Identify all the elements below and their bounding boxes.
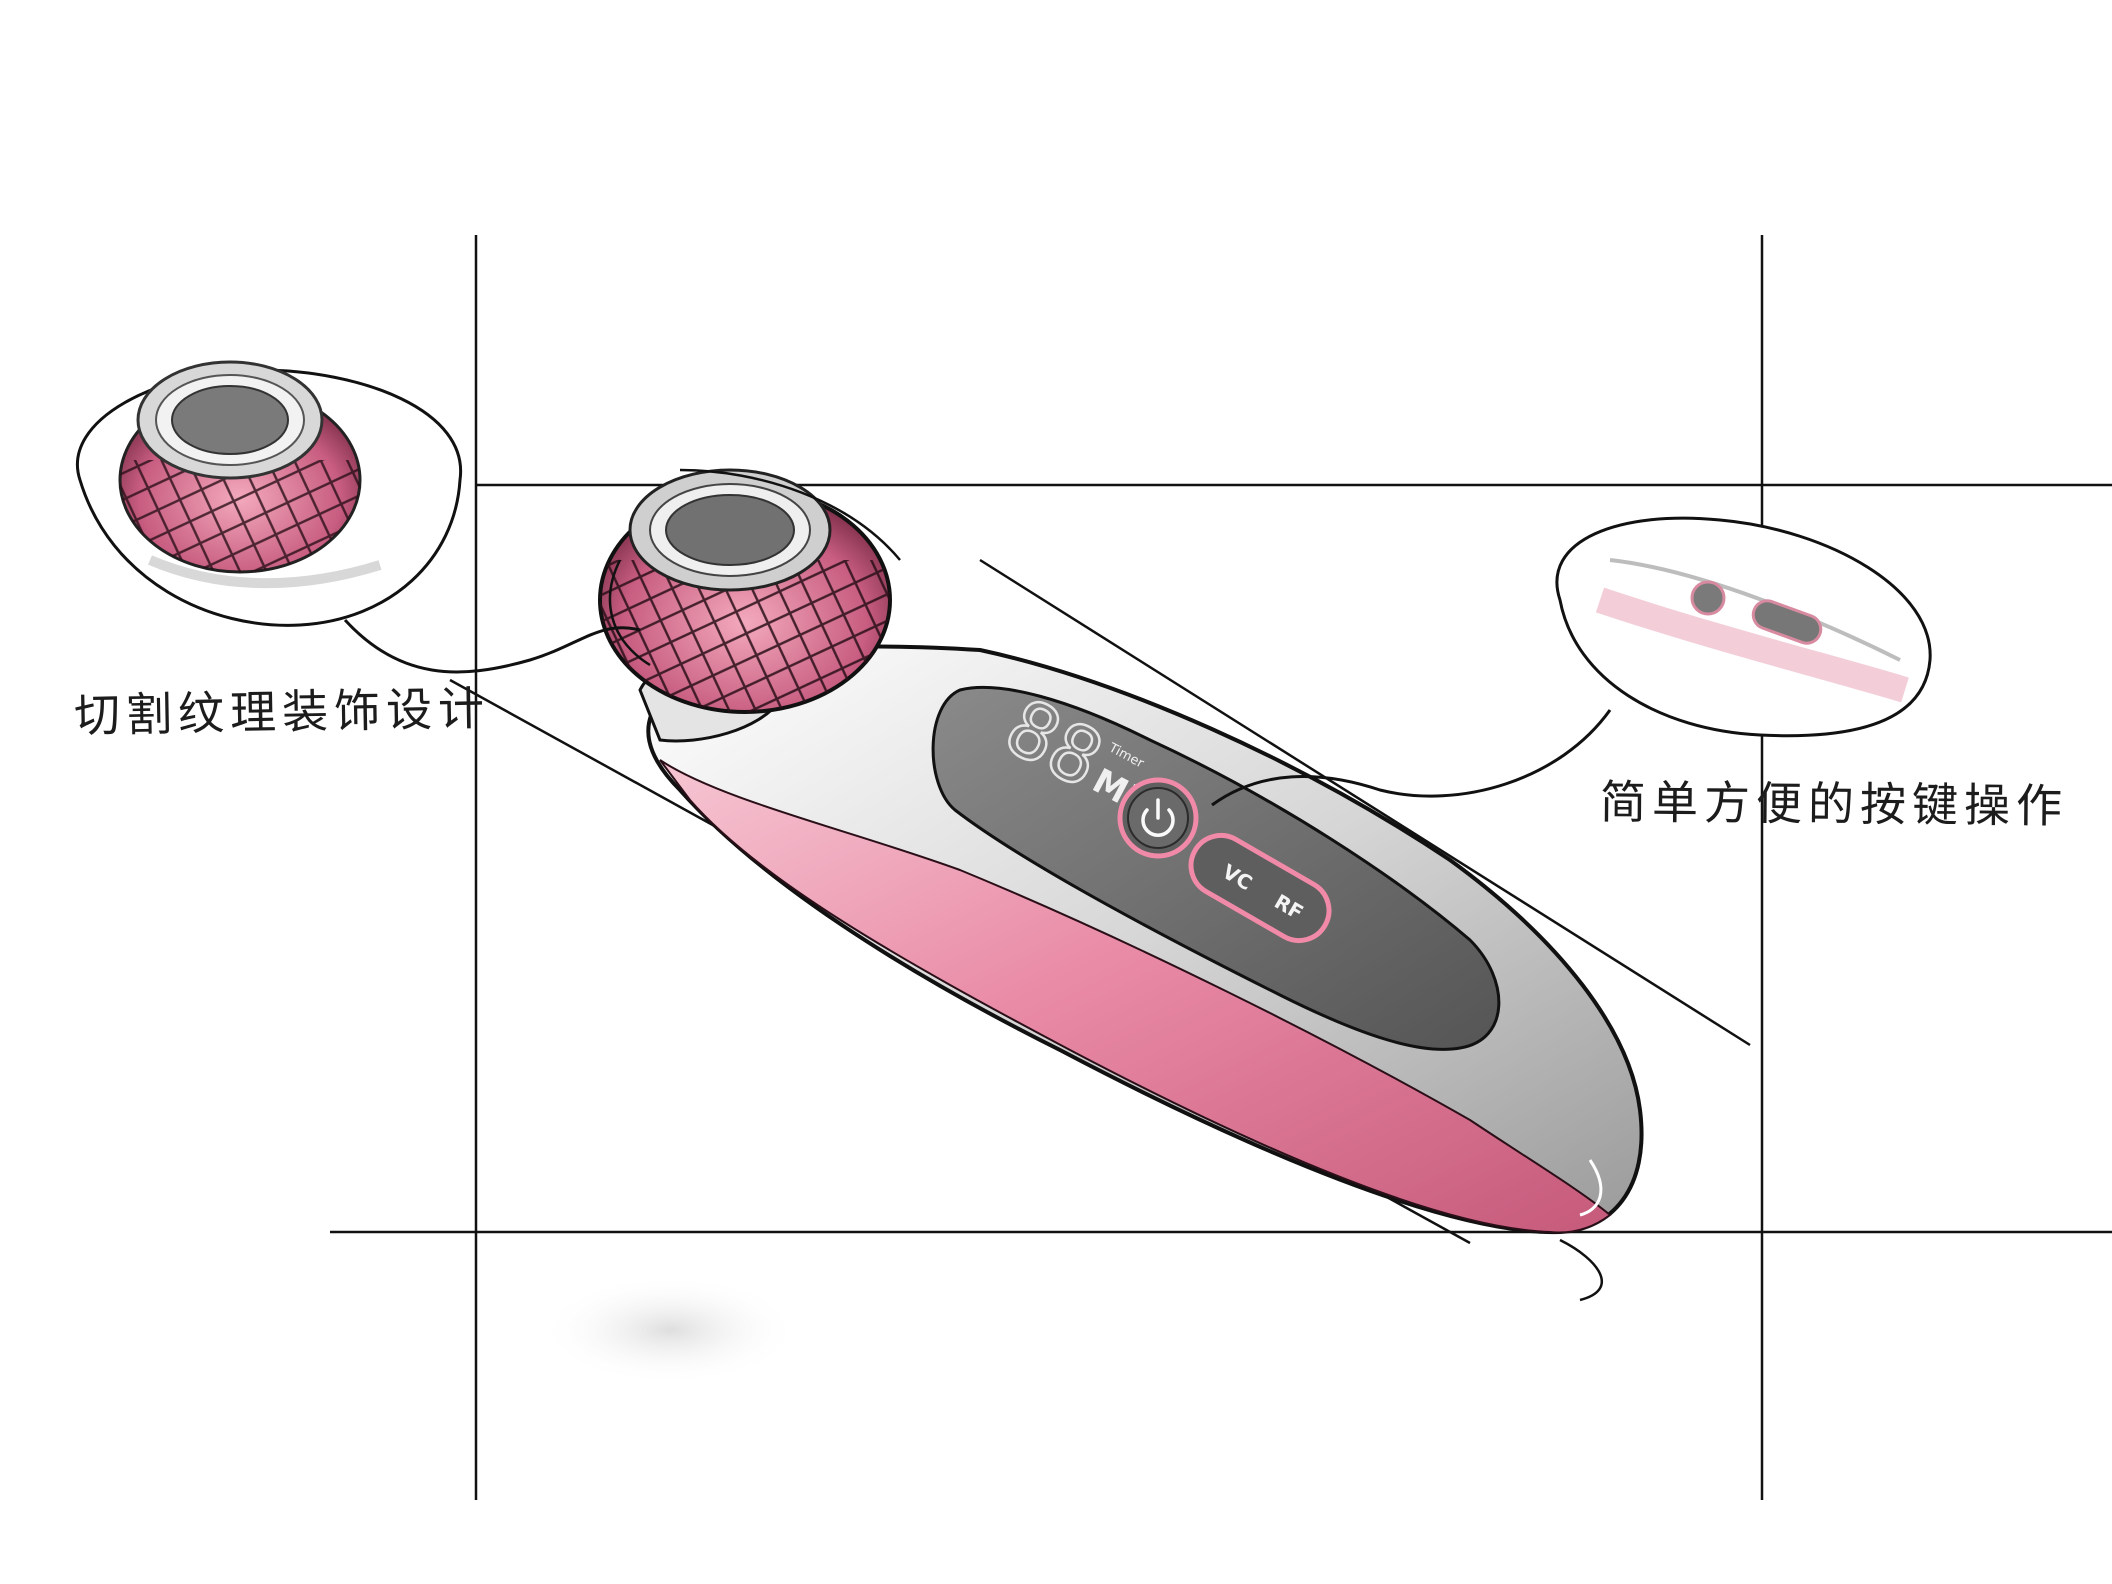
right-detail-callout (1211, 516, 1932, 807)
power-icon (1141, 798, 1175, 837)
left-detail-callout (76, 360, 641, 674)
right-callout-label: 简单方便的按键操作 (1599, 774, 2069, 834)
power-button[interactable] (1117, 777, 1199, 859)
head-electrode (665, 494, 795, 566)
device-body-pink (659, 759, 1612, 1234)
detail-electrode (171, 385, 289, 455)
beauty-device: 88 MIN Timer VC RF (598, 468, 1644, 1302)
left-leader-line (343, 618, 641, 674)
right-bubble-outline (1555, 516, 1932, 738)
ground-shadow (540, 1275, 800, 1385)
right-leader-line (1211, 709, 1612, 807)
sketch-strokes (608, 468, 1603, 1302)
mode-pill (1188, 833, 1332, 943)
left-callout-label: 切割纹理装饰设计 (73, 681, 491, 743)
